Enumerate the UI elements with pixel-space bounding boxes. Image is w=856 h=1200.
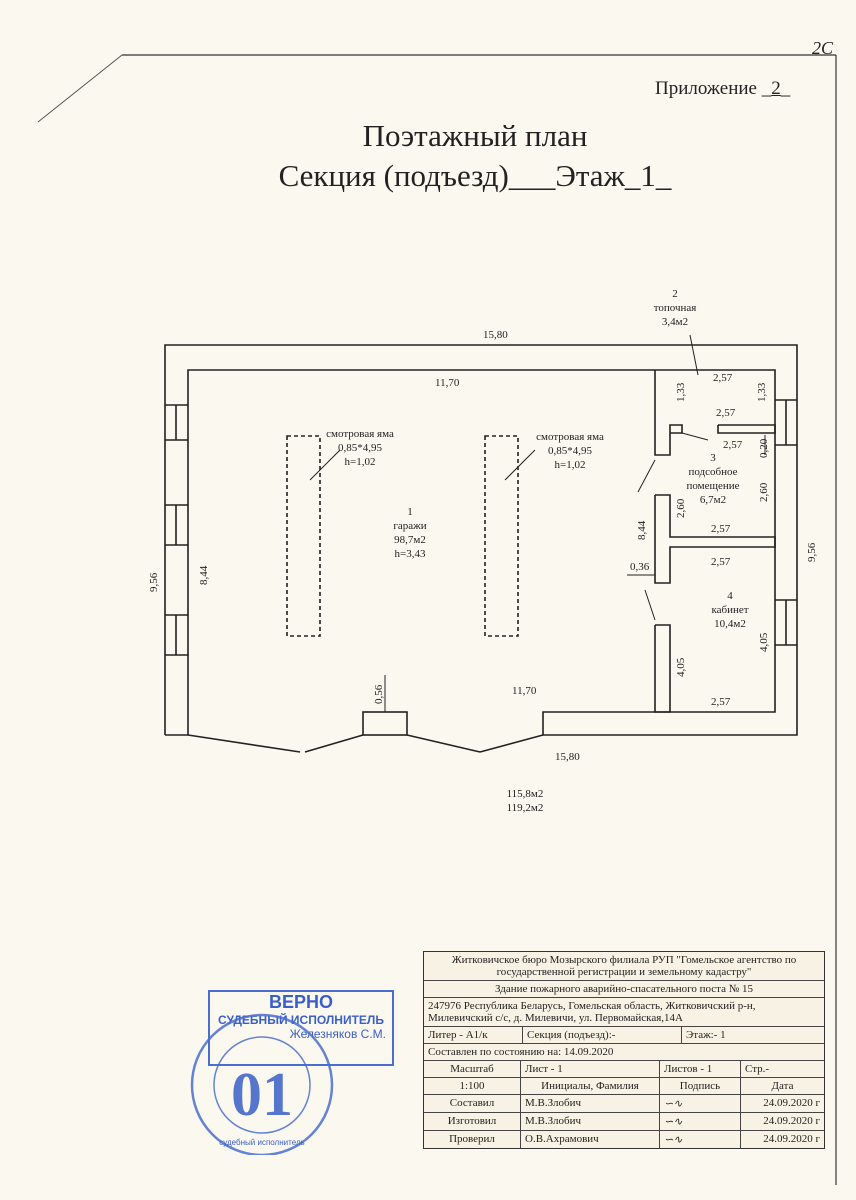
signature: ​∽∿ xyxy=(660,1095,741,1112)
room-number: 2 xyxy=(672,288,678,300)
appendix-label: Приложение _2_ xyxy=(655,78,791,99)
pit-depth: h=1,02 xyxy=(555,459,586,471)
pit-size: 0,85*4,95 xyxy=(338,442,383,454)
stamp-verno: ВЕРНО xyxy=(268,992,333,1012)
dim: 2,60 xyxy=(758,482,770,502)
org-name: Житковичское бюро Мозырского филиала РУП… xyxy=(451,954,797,978)
role: Составил xyxy=(424,1095,521,1112)
dim: 2,57 xyxy=(711,556,731,568)
corner-mark: 2С xyxy=(812,38,834,58)
dim: 0,20 xyxy=(758,438,770,458)
room-area: 3,4м2 xyxy=(662,316,688,328)
dim: 1,33 xyxy=(756,382,768,402)
dimension-labels: 15,80 11,70 11,70 15,80 9,56 8,44 9,56 8… xyxy=(148,329,818,763)
dim: 15,80 xyxy=(555,751,580,763)
pit-label: смотровая яма xyxy=(326,428,394,440)
liter: Литер - А1/к xyxy=(424,1027,523,1043)
room-name: подсобное xyxy=(688,466,737,478)
header-page: Стр.- xyxy=(745,1063,770,1075)
room-height: h=3,43 xyxy=(395,548,426,560)
seal-text: судебный исполнитель xyxy=(219,1138,304,1147)
header-signature: Подпись xyxy=(660,1078,741,1094)
dim: 2,57 xyxy=(723,439,743,451)
person-name: О.В.Ахрамович xyxy=(521,1131,660,1148)
pit-size: 0,85*4,95 xyxy=(548,445,593,457)
title-block: Житковичское бюро Мозырского филиала РУП… xyxy=(423,951,825,1149)
address: 247976 Республика Беларусь, Гомельская о… xyxy=(428,1000,756,1024)
pit-depth: h=1,02 xyxy=(345,456,376,468)
dim: 8,44 xyxy=(198,565,210,585)
total-area: 115,8м2 xyxy=(507,788,544,800)
dim: 4,05 xyxy=(758,632,770,652)
person-name: М.В.Злобич xyxy=(521,1113,660,1130)
dim: 0,36 xyxy=(630,561,650,573)
walls xyxy=(164,334,798,753)
dim: 1,33 xyxy=(675,382,687,402)
room-name: помещение xyxy=(686,480,739,492)
date: 24.09.2020 г xyxy=(763,1097,820,1109)
verified-stamp: ВЕРНО СУДЕБНЫЙ ИСПОЛНИТЕЛЬ Железняков С.… xyxy=(208,990,394,1066)
header-names: Инициалы, Фамилия xyxy=(521,1078,660,1094)
header-sheet: Лист - 1 xyxy=(521,1061,660,1077)
dim: 8,44 xyxy=(636,520,648,540)
section: Секция (подъезд):- xyxy=(523,1027,682,1043)
room-area: 6,7м2 xyxy=(700,494,726,506)
dim: 9,56 xyxy=(148,572,160,592)
dim: 11,70 xyxy=(512,685,537,697)
building-name: Здание пожарного аварийно-спасательного … xyxy=(495,983,753,995)
stamp-role: СУДЕБНЫЙ ИСПОЛНИТЕЛЬ xyxy=(218,1013,384,1027)
room-name: кабинет xyxy=(711,604,748,616)
room-area: 98,7м2 xyxy=(394,534,426,546)
dim: 2,57 xyxy=(716,407,736,419)
signature: ∽∿ xyxy=(660,1131,741,1148)
room-area: 10,4м2 xyxy=(714,618,746,630)
pit-label: смотровая яма xyxy=(536,431,604,443)
role: Изготовил xyxy=(424,1113,521,1130)
dim: 2,57 xyxy=(713,372,733,384)
signature: ∽∿ xyxy=(660,1113,741,1130)
header-sheets: Листов - 1 xyxy=(660,1061,741,1077)
room-number: 1 xyxy=(407,506,413,518)
seal-number: 01 xyxy=(231,1061,293,1129)
floor: Этаж:- 1 xyxy=(686,1029,726,1041)
room-number: 3 xyxy=(710,452,716,464)
dim: 2,60 xyxy=(675,498,687,518)
appendix-text: Приложение xyxy=(655,78,757,99)
appendix-number: 2 xyxy=(771,78,781,99)
total-area-2: 119,2м2 xyxy=(507,802,544,814)
room-name: гаражи xyxy=(393,520,426,532)
dim: 11,70 xyxy=(435,377,460,389)
room-name: топочная xyxy=(654,302,697,314)
role: Проверил xyxy=(424,1131,521,1148)
page-subtitle: Секция (подъезд)___Этаж_1_ xyxy=(278,158,672,193)
room-labels: смотровая яма 0,85*4,95 h=1,02 смотровая… xyxy=(326,288,749,814)
header-date: Дата xyxy=(771,1080,794,1092)
dim: 9,56 xyxy=(806,542,818,562)
dim: 4,05 xyxy=(675,657,687,677)
person-name: М.В.Злобич xyxy=(521,1095,660,1112)
room-number: 4 xyxy=(727,590,733,602)
dim: 2,57 xyxy=(711,523,731,535)
state-date: Составлен по состоянию на: 14.09.2020 xyxy=(428,1046,614,1058)
scale-value: 1:100 xyxy=(424,1078,521,1094)
header-scale: Масштаб xyxy=(424,1061,521,1077)
date: 24.09.2020 г xyxy=(763,1115,820,1127)
dim: 15,80 xyxy=(483,329,508,341)
dim: 2,57 xyxy=(711,696,731,708)
page-title: Поэтажный план xyxy=(362,118,588,153)
date: 24.09.2020 г xyxy=(763,1133,820,1145)
dim: 0,56 xyxy=(373,684,385,704)
round-seal: 01 судебный исполнитель xyxy=(190,1013,334,1155)
